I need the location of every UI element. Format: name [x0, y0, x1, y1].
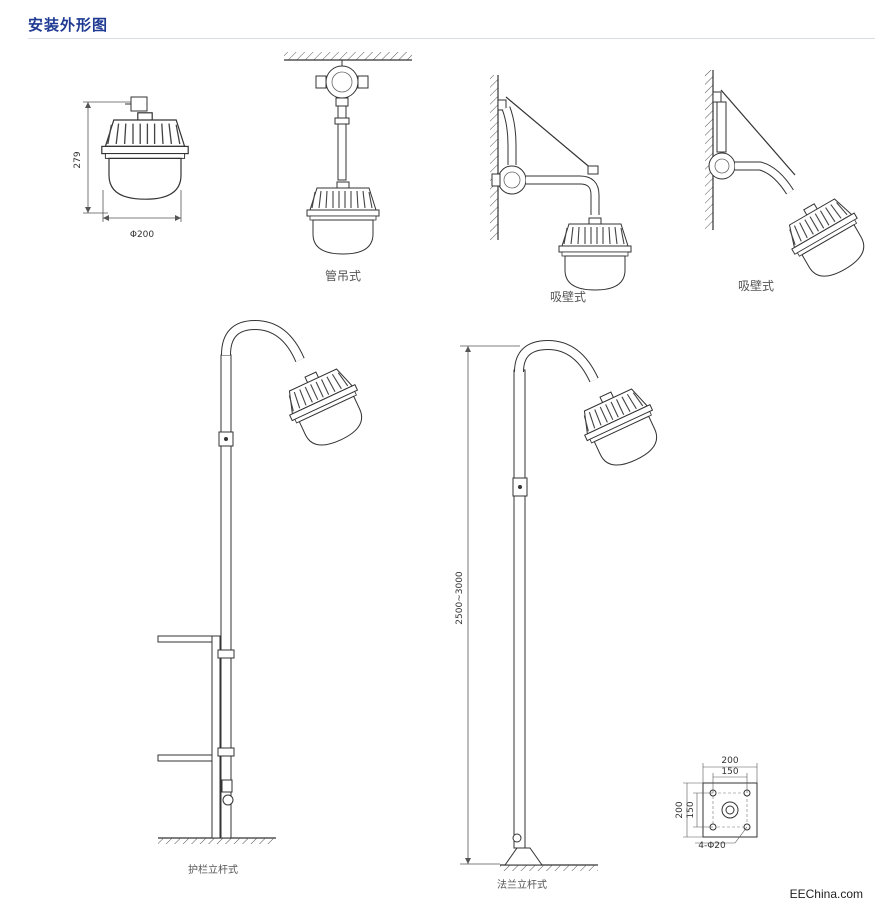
wall-mount-a-label: 吸壁式: [550, 289, 586, 304]
railing-pole-label: 护栏立杆式: [188, 863, 238, 876]
flange-outer-height: 200: [675, 801, 685, 818]
flange-inner-height: 150: [686, 801, 696, 818]
railing-pole-mount: [157, 319, 375, 844]
wall-mount-b-label: 吸壁式: [738, 278, 774, 293]
flange-holes: 4-Φ20: [698, 841, 726, 851]
pipe-pendant-label: 管吊式: [325, 268, 361, 283]
pole-height-dimension: 2500~3000: [455, 571, 465, 625]
title-divider: [28, 38, 875, 39]
height-dimension: 279: [73, 151, 83, 168]
wall-mount-b: [705, 70, 875, 288]
diameter-dimension: Φ200: [130, 230, 155, 240]
flange-outer-width: 200: [721, 756, 738, 766]
flange-pole-label: 法兰立杆式: [497, 878, 547, 891]
page-title: 安装外形图: [28, 16, 109, 34]
pipe-pendant-mount: [284, 52, 412, 255]
flange-plate-detail: [683, 763, 758, 844]
dimensioned-lamp: [83, 96, 189, 222]
watermark: EEChina.com: [789, 887, 863, 901]
flange-inner-width: 150: [721, 767, 738, 777]
wall-mount-a: [490, 75, 632, 291]
flange-pole-mount: [460, 339, 670, 871]
